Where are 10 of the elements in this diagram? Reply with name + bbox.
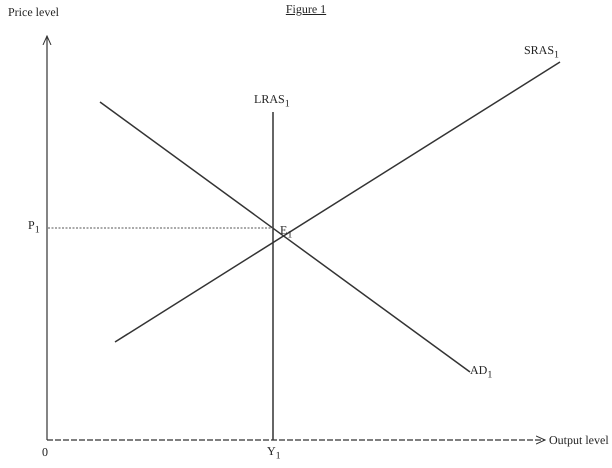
curve-label: AD$_{1}$ [470, 364, 492, 380]
axis-title: Price level [8, 6, 59, 20]
figure-title: Figure 1 [286, 2, 326, 16]
point-label: E$_{1}$ [280, 224, 292, 240]
curve-label: LRAS$_{1}$ [254, 93, 290, 110]
axis-value: 0 [42, 446, 48, 460]
curve-label: SRAS$_{1}$ [524, 44, 560, 60]
axis-value: Y$_{1}$ [267, 445, 281, 462]
axis-value: P$_{1}$ [28, 219, 40, 236]
axis-title: Output level [549, 434, 609, 448]
